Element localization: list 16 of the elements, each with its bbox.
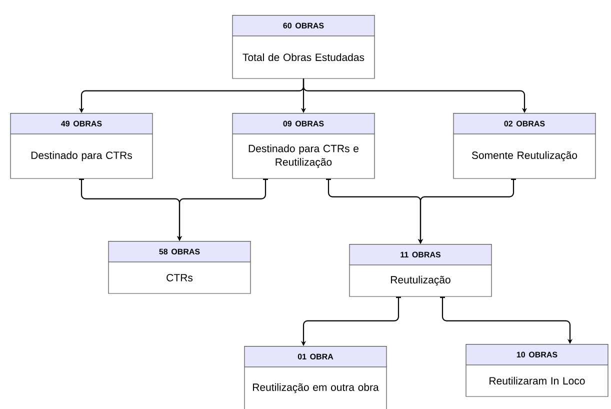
node-label: Reutulização [391, 276, 450, 286]
process-box: 49 OBRAS Destinado para CTRs [10, 113, 153, 179]
process-box: 02 OBRAS Somente Reutulização [453, 113, 596, 179]
process-box: 01 OBRA Reutilização em outra obra [244, 346, 387, 409]
process-box: 60 OBRAS Total de Obras Estudadas [232, 15, 375, 79]
node-label: Somente Reutulização [472, 151, 578, 162]
node-label: Reutilizaram In Loco [490, 376, 585, 385]
process-box: 10 OBRAS Reutilizaram In Loco [466, 344, 608, 397]
process-box: 58 OBRAS CTRs [108, 240, 251, 294]
node-label: Destinado para CTRs e Reutilização [248, 144, 358, 168]
node-label: Destinado para CTRs [31, 151, 132, 162]
node-label: Reutilização em outra obra [253, 383, 379, 394]
node-label: CTRs [166, 274, 193, 282]
node-label: Total de Obras Estudadas [242, 53, 364, 62]
process-box: 09 OBRAS Destinado para CTRs e Reutilização [232, 113, 375, 179]
process-box: 11 OBRAS Reutulização [349, 244, 492, 297]
